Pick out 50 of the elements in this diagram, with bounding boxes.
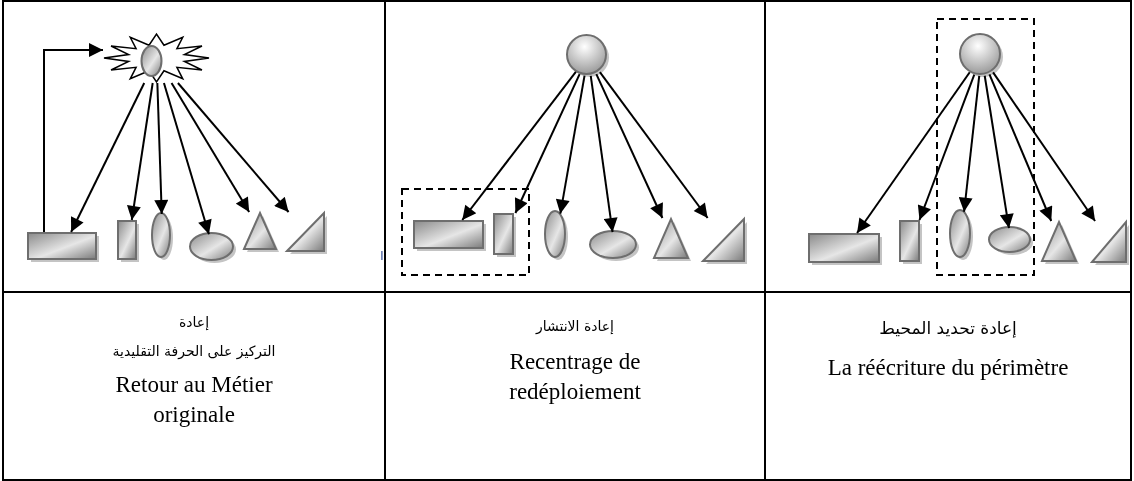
arrow [70, 82, 146, 233]
rectangle-shape [493, 213, 517, 258]
arrow [43, 43, 104, 233]
arrow [992, 71, 1097, 222]
arrow [176, 82, 290, 213]
dashed-group-box [401, 188, 530, 276]
ellipse-shape [589, 230, 640, 262]
ellipse-shape [988, 226, 1034, 256]
arrow [917, 73, 976, 221]
rectangle-shape [413, 220, 487, 252]
right-triangle-shape [286, 212, 328, 255]
stray-letter: ا [379, 248, 385, 265]
ellipse-shape [151, 212, 174, 261]
arrow [514, 73, 581, 214]
arrow [555, 74, 586, 215]
triangle-shape [1041, 221, 1080, 265]
triangle-shape [243, 212, 280, 253]
arabic-subtitle: التركيز على الحرفة التقليدية [111, 342, 277, 361]
arrow [598, 71, 709, 219]
arabic-heading: إعادة [177, 313, 211, 332]
dashed-group-box [936, 18, 1035, 276]
ellipse-shape [544, 210, 569, 261]
arrow [595, 73, 664, 219]
arabic-heading: إعادة الانتشار [534, 317, 615, 336]
starburst-shape [103, 33, 210, 83]
french-title: Retour au Métier originale [114, 371, 274, 429]
right-triangle-shape [1091, 221, 1130, 266]
arrow [988, 73, 1053, 222]
arrow [170, 82, 251, 213]
arrow [126, 82, 154, 221]
ellipse-shape [189, 232, 237, 264]
triangle-shape [653, 218, 692, 262]
arrow [958, 74, 981, 213]
rectangle-shape [899, 220, 923, 265]
rectangle-shape [808, 233, 883, 266]
arrow [983, 74, 1014, 230]
circle-shape [566, 34, 610, 78]
french-title: Recentrage de redéploiement [508, 348, 642, 406]
rectangle-shape [117, 220, 140, 263]
right-triangle-shape [702, 218, 748, 265]
arrow [856, 71, 971, 234]
arrow [589, 74, 618, 234]
arrow [461, 70, 577, 221]
arrow [154, 82, 169, 216]
arabic-heading: إعادة تحديد المحيط [878, 318, 1018, 338]
arrow [162, 82, 212, 236]
circle-shape [959, 33, 1004, 78]
rectangle-shape [27, 232, 100, 263]
french-title: La réécriture du périmètre [826, 354, 1070, 382]
ellipse-shape [949, 209, 974, 261]
